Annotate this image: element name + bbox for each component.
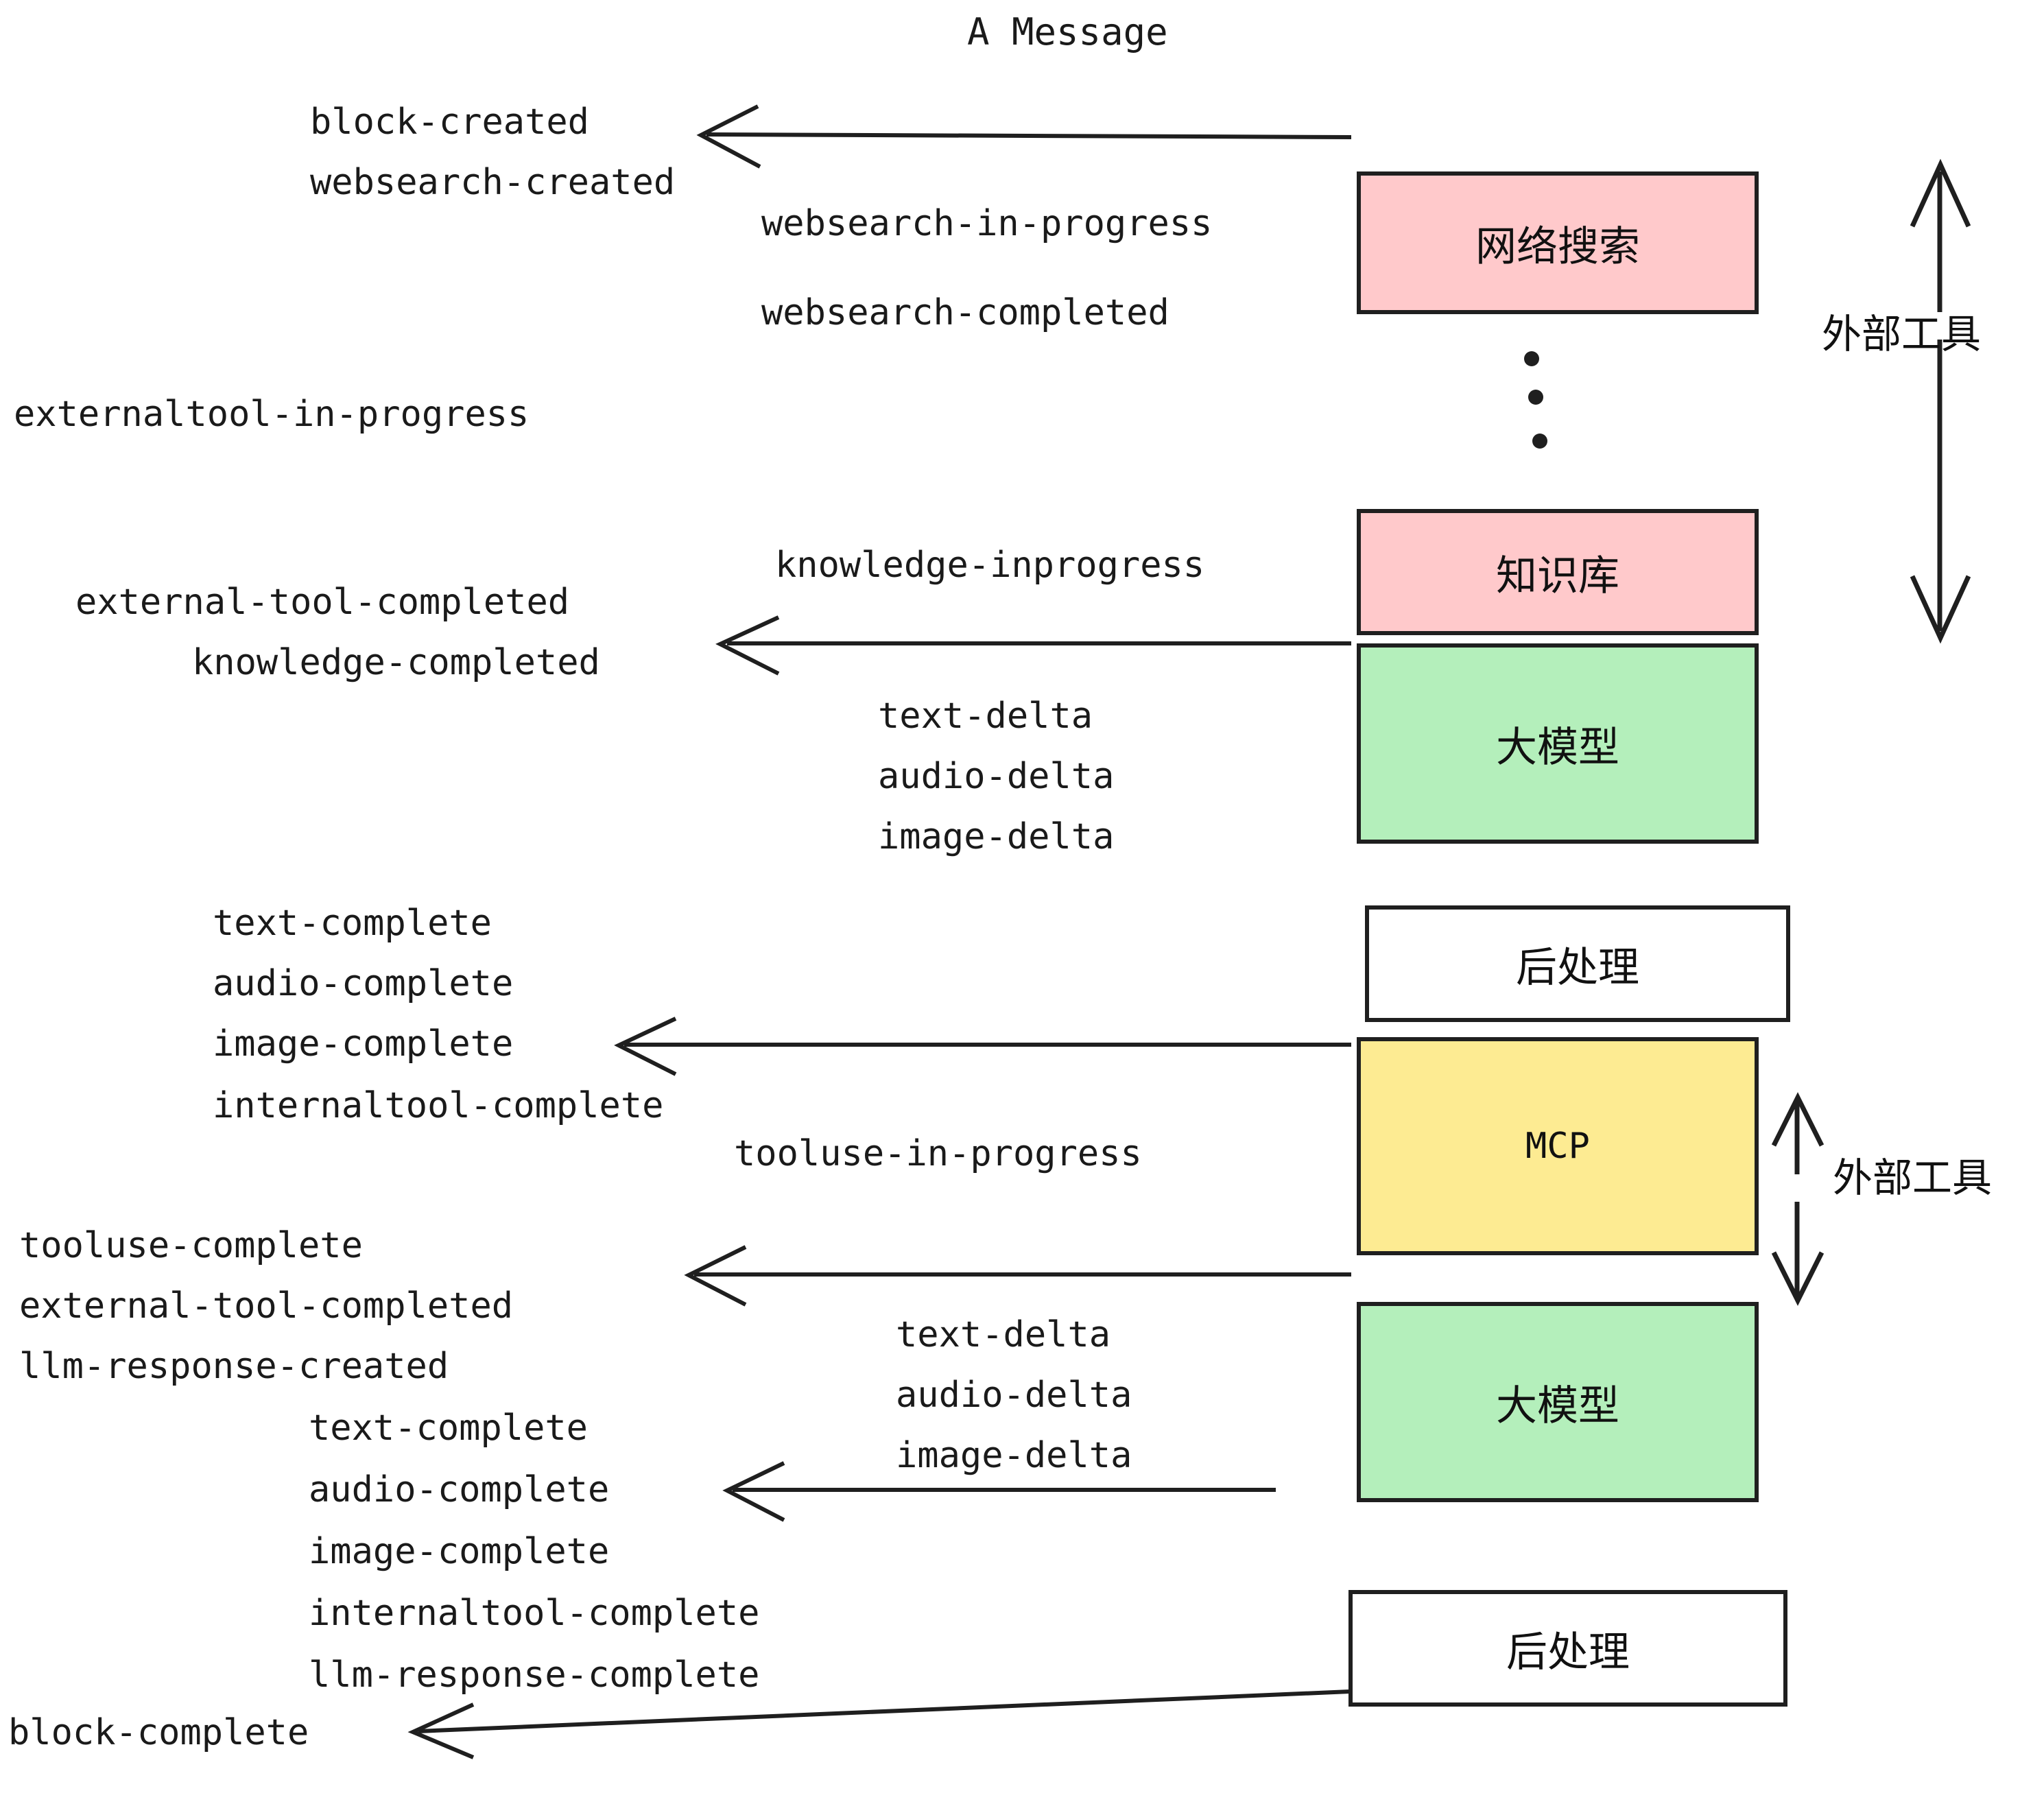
event-label-websearch-created: websearch-created bbox=[310, 162, 676, 203]
event-label-external-tool-completed-1: external-tool-completed bbox=[75, 582, 570, 623]
event-label-internaltool-complete-2: internaltool-complete bbox=[309, 1593, 760, 1634]
side-label-external-tool-bottom: 外部工具 bbox=[1833, 1154, 1993, 1201]
event-label-knowledge-inprogress: knowledge-inprogress bbox=[775, 545, 1205, 586]
event-label-external-tool-completed-2: external-tool-completed bbox=[19, 1285, 514, 1327]
event-label-text-complete-2: text-complete bbox=[309, 1408, 588, 1449]
event-label-tooluse-complete: tooluse-complete bbox=[19, 1225, 363, 1266]
bracket-external-tool-bottom-down bbox=[1771, 1202, 1825, 1306]
node-knowledge-label: 知识库 bbox=[1496, 551, 1619, 600]
event-label-block-created: block-created bbox=[310, 102, 589, 143]
node-postprocess-2-label: 后处理 bbox=[1506, 1628, 1630, 1676]
node-websearch[interactable]: 网络搜索 bbox=[1357, 171, 1759, 314]
node-llm-1[interactable]: 大模型 bbox=[1357, 643, 1759, 844]
node-llm-2-label: 大模型 bbox=[1496, 1381, 1619, 1430]
event-label-audio-delta-1: audio-delta bbox=[878, 756, 1115, 797]
ellipsis-dot-2 bbox=[1528, 390, 1543, 405]
node-postprocess-1[interactable]: 后处理 bbox=[1365, 905, 1790, 1022]
node-mcp-label: MCP bbox=[1525, 1126, 1590, 1167]
event-label-text-delta-2: text-delta bbox=[896, 1314, 1111, 1355]
arrow-knowledge-to-completed bbox=[715, 615, 1351, 676]
node-llm-1-label: 大模型 bbox=[1496, 723, 1619, 772]
event-label-image-delta-2: image-delta bbox=[896, 1435, 1132, 1476]
event-label-websearch-completed: websearch-completed bbox=[761, 292, 1169, 333]
node-mcp[interactable]: MCP bbox=[1357, 1037, 1759, 1255]
node-knowledge[interactable]: 知识库 bbox=[1357, 509, 1759, 635]
arrow-llm1-to-imagecomplete bbox=[614, 1017, 1351, 1076]
arrow-websearch-to-blockcreated bbox=[696, 104, 1352, 169]
event-label-websearch-in-progress: websearch-in-progress bbox=[761, 203, 1213, 244]
event-label-externaltool-in-progress: externaltool-in-progress bbox=[14, 394, 530, 435]
event-label-llm-response-complete: llm-response-complete bbox=[309, 1654, 760, 1696]
arrow-mcp-to-toolusecomplete bbox=[684, 1245, 1351, 1307]
node-postprocess-2[interactable]: 后处理 bbox=[1348, 1590, 1787, 1707]
event-label-audio-delta-2: audio-delta bbox=[896, 1375, 1132, 1416]
node-postprocess-1-label: 后处理 bbox=[1516, 943, 1639, 992]
event-label-tooluse-in-progress: tooluse-in-progress bbox=[734, 1133, 1142, 1174]
event-label-audio-complete-2: audio-complete bbox=[309, 1469, 610, 1510]
event-label-text-complete-1: text-complete bbox=[213, 903, 492, 944]
event-label-audio-complete-1: audio-complete bbox=[213, 963, 514, 1004]
event-label-knowledge-completed: knowledge-completed bbox=[192, 642, 600, 683]
side-label-external-tool-top: 外部工具 bbox=[1822, 311, 1982, 357]
ellipsis-dot-3 bbox=[1532, 434, 1547, 449]
ellipsis-dot-1 bbox=[1524, 351, 1539, 366]
event-label-image-complete-2: image-complete bbox=[309, 1531, 610, 1572]
bracket-external-tool-top-down bbox=[1910, 340, 1971, 644]
event-label-internaltool-complete-1: internaltool-complete bbox=[213, 1085, 664, 1126]
event-label-block-complete: block-complete bbox=[8, 1712, 309, 1753]
arrow-postprocess-to-blockcomplete bbox=[407, 1689, 1351, 1759]
bracket-external-tool-bottom-up bbox=[1771, 1092, 1825, 1174]
event-label-image-complete-1: image-complete bbox=[213, 1023, 514, 1065]
event-label-text-delta-1: text-delta bbox=[878, 696, 1093, 737]
node-websearch-label: 网络搜索 bbox=[1475, 222, 1640, 271]
event-label-llm-response-created: llm-response-created bbox=[19, 1346, 449, 1387]
diagram-title: A Message bbox=[967, 10, 1168, 54]
bracket-external-tool-top-up bbox=[1910, 158, 1971, 312]
event-label-image-delta-1: image-delta bbox=[878, 816, 1115, 857]
node-llm-2[interactable]: 大模型 bbox=[1357, 1302, 1759, 1502]
